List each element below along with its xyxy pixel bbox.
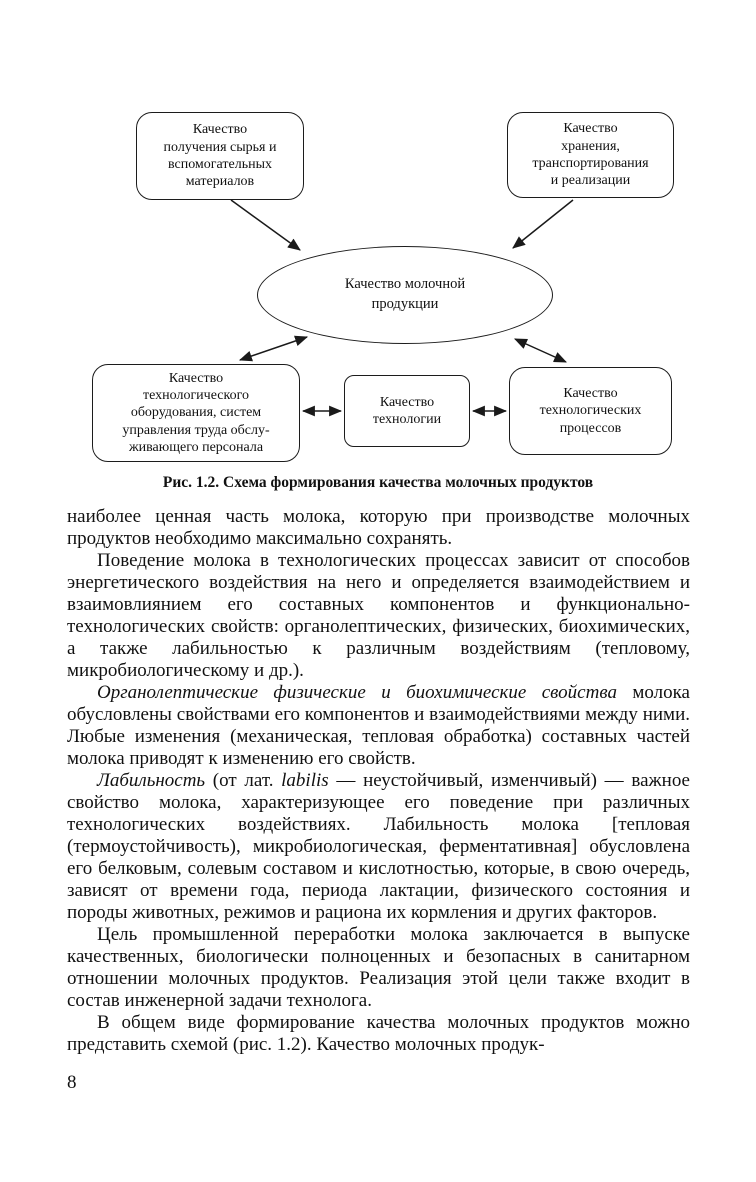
paragraph: Поведение молока в технологических проце… xyxy=(67,550,690,681)
node-dairy-quality: Качество молочной продукции xyxy=(257,246,553,344)
paragraph: В общем виде формирование качества молоч… xyxy=(67,1012,690,1055)
figure-diagram: Качество получения сырья и вспомогательн… xyxy=(0,0,756,470)
arrow-storage-to-center xyxy=(512,199,574,249)
paragraph: наиболее ценная часть молока, которую пр… xyxy=(67,506,690,549)
arrows-layer xyxy=(230,199,574,417)
body-text: наиболее ценная часть молока, которую пр… xyxy=(0,506,756,1056)
paragraph: Лабильность (от лат. labilis — неустойчи… xyxy=(67,770,690,923)
paragraph: Цель промышленной переработки молока зак… xyxy=(67,924,690,1011)
arrow-processes-center xyxy=(514,338,567,363)
node-storage-transport: Качество хранения, транспортирования и р… xyxy=(507,112,674,198)
figure-caption: Рис. 1.2. Схема формирования качества мо… xyxy=(162,474,594,491)
node-raw-materials: Качество получения сырья и вспомогательн… xyxy=(136,112,304,200)
arrow-equipment-center xyxy=(238,335,309,362)
arrow-raw-to-center xyxy=(230,199,301,251)
node-equipment: Качество технологического оборудования, … xyxy=(92,364,300,462)
paragraph: Органолептические физические и биохимиче… xyxy=(67,682,690,769)
page-number: 8 xyxy=(67,1072,77,1093)
node-technology: Качество технологии xyxy=(344,375,470,447)
node-processes: Качество технологических процессов xyxy=(509,367,672,455)
